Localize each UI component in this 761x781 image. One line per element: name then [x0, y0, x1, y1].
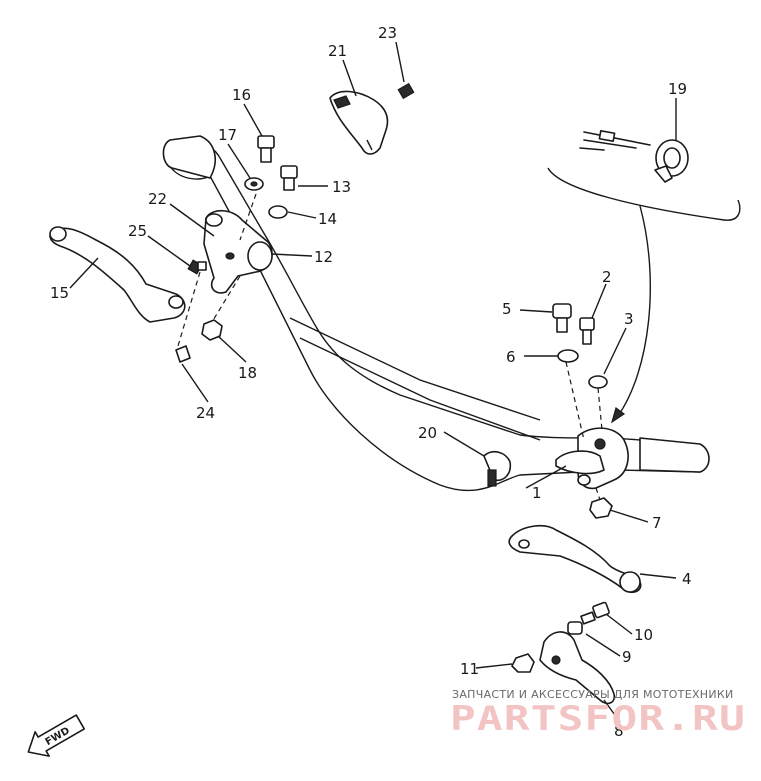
- callout-17: 17: [218, 126, 237, 144]
- fwd-arrow: FWD: [27, 714, 86, 757]
- bolt-2: [579, 317, 595, 345]
- bolt-16: [257, 135, 275, 163]
- pivot-bolt-25: [187, 259, 207, 275]
- right-lever: [508, 524, 642, 594]
- bolt-10: [580, 601, 610, 625]
- bolt-13: [280, 165, 298, 191]
- leader-lines: [69, 41, 677, 723]
- callout-21: 21: [328, 42, 347, 60]
- washer-3: [588, 375, 608, 389]
- watermark: ЗАПЧАСТИ И АКСЕССУАРЫ ДЛЯ МОТОТЕХНИКИ PA…: [450, 688, 746, 739]
- callout-19: 19: [668, 80, 687, 98]
- clip-24: [175, 345, 191, 363]
- callout-12: 12: [314, 248, 333, 266]
- callout-9: 9: [622, 648, 632, 666]
- callout-10: 10: [634, 626, 653, 644]
- nut-11: [511, 653, 535, 673]
- callout-6: 6: [506, 348, 516, 366]
- callout-8: 8: [614, 722, 624, 740]
- callout-1: 1: [532, 484, 542, 502]
- washer-17: [244, 177, 264, 191]
- cap-5: [552, 303, 572, 333]
- callout-14: 14: [318, 210, 337, 228]
- small-screw: [397, 82, 415, 100]
- watermark-brand: PARTSFOR.RU: [450, 699, 746, 739]
- washer-6: [557, 349, 579, 363]
- callout-25: 25: [128, 222, 147, 240]
- washer-14: [268, 205, 288, 219]
- callout-15: 15: [50, 284, 69, 302]
- callout-22: 22: [148, 190, 167, 208]
- collar-9: [567, 621, 583, 635]
- callout-20: 20: [418, 424, 437, 442]
- wire-clamp: [547, 130, 741, 221]
- callout-4: 4: [682, 570, 692, 588]
- callout-5: 5: [502, 300, 512, 318]
- callout-16: 16: [232, 86, 251, 104]
- master-cylinder: [555, 427, 629, 490]
- watermark-tagline: ЗАПЧАСТИ И АКСЕССУАРЫ ДЛЯ МОТОТЕХНИКИ: [452, 688, 734, 701]
- nut-18: [201, 319, 223, 341]
- callout-11: 11: [460, 660, 479, 678]
- callout-23: 23: [378, 24, 397, 42]
- callout-numbers: 1 2 3 4 5 6 7 8 9 10 11 12 13 14 15 16 1…: [50, 24, 692, 740]
- nut-7: [589, 497, 613, 519]
- bracket-8: [539, 631, 616, 705]
- left-lever-holder: [203, 209, 273, 294]
- handlebar: [162, 135, 710, 492]
- clamp-20: [483, 450, 512, 487]
- switch-cover: [329, 90, 389, 155]
- callout-7: 7: [652, 514, 662, 532]
- callout-18: 18: [238, 364, 257, 382]
- callout-2: 2: [602, 268, 612, 286]
- callout-24: 24: [196, 404, 215, 422]
- callout-13: 13: [332, 178, 351, 196]
- callout-3: 3: [624, 310, 634, 328]
- left-lever: [49, 226, 186, 323]
